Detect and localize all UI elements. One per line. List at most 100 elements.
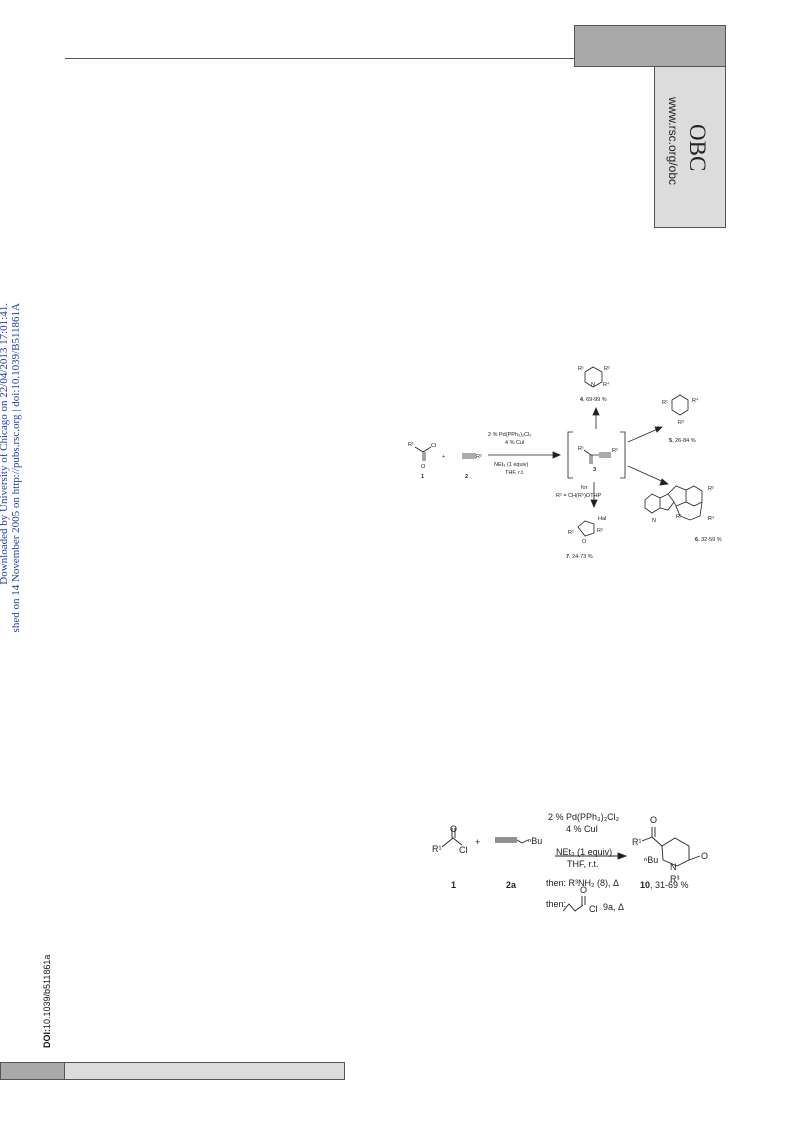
s1-o: O (421, 464, 426, 470)
arrow-to-6 (627, 465, 667, 484)
s2-product-acyl (641, 827, 663, 847)
s1-p4-number: 4 (580, 397, 584, 403)
s2-cond-cui: 4 % CuI (566, 824, 598, 834)
s2-o: O (450, 824, 457, 834)
s1-p7-label: 7, 24-73 % (566, 554, 593, 560)
s2-product-nbu: ⁿBu (644, 855, 658, 865)
s1-cmpd3-r1: R¹ (578, 446, 584, 452)
journal-box (654, 67, 726, 228)
s1-cond-base: NEt₃ (1 equiv) (494, 462, 529, 468)
s2-cond-solv: THF, r.t. (567, 859, 599, 869)
s1-cond-cat: 2 % Pd(PPh₃)₂Cl₂ (488, 432, 532, 438)
s2-cond-base: NEt₃ (1 equiv) (556, 847, 612, 857)
product-6-ring-e (675, 501, 703, 521)
s2-cmpd2a: 2a (506, 880, 517, 890)
s1-cmpd3-r2: R² (612, 448, 618, 454)
doi-value: 10.1039/b511861a (42, 954, 52, 1029)
product-6-ring-d (685, 485, 703, 507)
alkyne-2-bonds (462, 453, 476, 459)
s1-p5-yield: , 26-84 % (672, 438, 696, 444)
product-6-ring-a (644, 493, 661, 514)
header-box (574, 25, 726, 67)
s2-cond-cat: 2 % Pd(PPh₃)₂Cl₂ (548, 812, 620, 822)
bracket-right (620, 431, 626, 479)
s2-then1: then: R³NH₂ (8), Δ (546, 878, 619, 888)
s2-product-yield: , 31-69 % (650, 880, 689, 890)
s1-p6-r4: R⁴ (708, 515, 715, 522)
s1-p5-number: 5 (669, 438, 672, 444)
s1-cond-solv: THF, r.t. (505, 470, 525, 476)
s1-for-cond: R² = CH(R⁵)OTHP (556, 492, 602, 499)
bracket-left (567, 431, 573, 479)
s2-product-n: N (670, 862, 677, 872)
s1-p7-r5: R⁵ (597, 527, 603, 534)
s2-plus: + (475, 837, 480, 847)
journal-url[interactable]: www.rsc.org/obc (666, 97, 680, 186)
s1-p5-r1: R¹ (662, 400, 668, 406)
product-5-ring (671, 394, 689, 416)
ynone-3-bonds (583, 449, 611, 464)
s1-cmpd3: 3 (593, 467, 596, 473)
s2-product-carbonyl (688, 855, 701, 861)
s1-p6-nh: N (652, 518, 656, 524)
s1-p7-yield: , 24-73 % (569, 554, 593, 560)
scheme-1: R¹ Cl O 1 + R² 2 2 % Pd(PPh₃)₂Cl₂ 4 % Cu… (408, 366, 722, 560)
footer-citation-box (64, 1062, 345, 1080)
product-4-ring (584, 366, 603, 388)
published-text[interactable]: Published on 14 November 2005 on http://… (10, 303, 22, 633)
s1-p4-n: N (591, 382, 595, 388)
s2-acryloyl-bonds (562, 896, 586, 912)
s2-r1: R¹ (432, 844, 442, 854)
s1-p6-number: 6 (695, 537, 698, 543)
s1-p4-r4: R⁴ (603, 381, 610, 388)
s2-acid-chloride-bonds (441, 828, 463, 848)
s1-p6-label: 6, 32-59 % (695, 537, 722, 543)
s1-p4-label: 4, 69-99 % (580, 397, 607, 403)
s1-p4-yield: , 69-99 % (583, 397, 607, 403)
s2-product-r1: R¹ (632, 837, 642, 847)
s2-product-number: 10 (640, 880, 650, 890)
s2-nbu: ⁿBu (528, 836, 542, 846)
s1-cmpd1: 1 (421, 474, 424, 480)
journal-abbreviation: OBC (685, 124, 710, 172)
s1-cmpd2: 2 (465, 474, 468, 480)
footer-page-box (0, 1062, 65, 1080)
s1-p5-r3: R³ (678, 420, 684, 426)
doi-label: DOI: (42, 1029, 52, 1048)
product-7-ring (577, 520, 595, 537)
s1-p7-number: 7 (566, 554, 569, 560)
s2-then2-cl: Cl (589, 904, 598, 914)
s1-p5-r4: R⁴ (692, 397, 699, 404)
s2-product-o1: O (650, 815, 657, 825)
s1-p6-yield: , 32-59 % (698, 537, 722, 543)
s1-r2: R² (476, 454, 482, 460)
s2-product-o2: O (701, 851, 708, 861)
s1-plus: + (442, 454, 445, 460)
product-6-ring-c (667, 485, 687, 507)
s1-p5-label: 5, 26-84 % (669, 438, 696, 444)
header-rule (65, 58, 575, 59)
s1-p7-o: O (582, 539, 587, 545)
s2-then2-prefix: then: (546, 899, 566, 909)
s2-cl: Cl (459, 845, 468, 855)
s2-product-label: 10, 31-69 % (640, 880, 689, 890)
product-6-ring-b (659, 493, 675, 511)
s1-p4-r2: R² (604, 366, 610, 372)
s1-p7-hal: Hal (598, 516, 606, 522)
s2-alkyne-bonds (495, 837, 529, 844)
acid-chloride-1-bonds (414, 446, 432, 461)
s1-r1: R¹ (408, 442, 414, 448)
main-arrow-head (552, 451, 562, 459)
s2-cmpd1: 1 (451, 880, 456, 890)
s1-p6-r2: R² (708, 486, 714, 492)
s2-product-r3: R³ (670, 874, 680, 884)
download-text: Downloaded by University of Chicago on 2… (0, 303, 10, 585)
s2-then2-reagent: 9a, Δ (603, 902, 624, 912)
s1-cond-cui: 4 % CuI (505, 440, 525, 446)
s2-arrow-head (617, 852, 628, 860)
scheme-2: R¹ Cl O 1 + ⁿBu 2a 2 % Pd(PPh₃)₂Cl₂ 4 % … (432, 812, 708, 914)
published-notice[interactable]: Published on 14 November 2005 on http://… (10, 303, 23, 633)
s1-p4-r1: R¹ (578, 366, 584, 372)
s1-p7-r1: R¹ (568, 530, 574, 536)
s1-for: for (581, 485, 588, 491)
